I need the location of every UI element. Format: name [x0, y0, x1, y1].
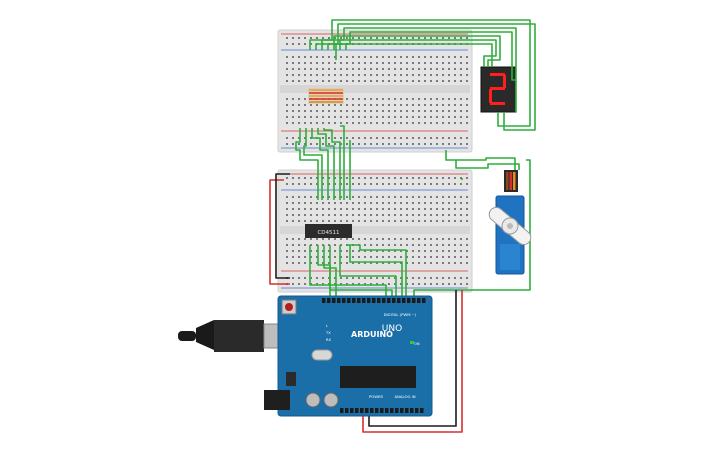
atmega-chip: [340, 366, 416, 388]
wires-power[interactable]: [269, 173, 463, 433]
seven-segment-display[interactable]: [480, 66, 517, 113]
servo-motor[interactable]: [486, 170, 533, 275]
on-led-label: ON: [414, 342, 420, 346]
segment-glyph: [489, 73, 506, 105]
header-pins: [322, 298, 426, 413]
breadboard-top[interactable]: [277, 29, 473, 153]
power-jack: [264, 390, 290, 410]
cd4511-decoder[interactable]: CD4511: [305, 224, 352, 238]
resistor-array[interactable]: [308, 88, 344, 104]
wires-green[interactable]: [295, 19, 536, 300]
arduino-uno[interactable]: ARDUINO UNO DIGITAL (PWM ~) ANALOG IN PO…: [264, 295, 433, 417]
breadboard-bottom[interactable]: [277, 169, 473, 293]
usb-cable[interactable]: [178, 320, 285, 352]
rx-label: RX: [326, 338, 331, 342]
analog-header-label: ANALOG IN: [394, 394, 415, 399]
arduino-logo-text: ARDUINO: [351, 330, 393, 339]
tx-label: TX: [325, 331, 331, 335]
ic-chip-label: CD4511: [317, 230, 339, 236]
arduino-model-text: UNO: [382, 324, 402, 334]
led-l-label: L: [326, 324, 328, 328]
power-header-label: POWER: [369, 394, 383, 399]
digital-header-label: DIGITAL (PWM ~): [384, 312, 417, 317]
on-led: [410, 341, 414, 344]
reset-button-cap[interactable]: [285, 303, 293, 311]
